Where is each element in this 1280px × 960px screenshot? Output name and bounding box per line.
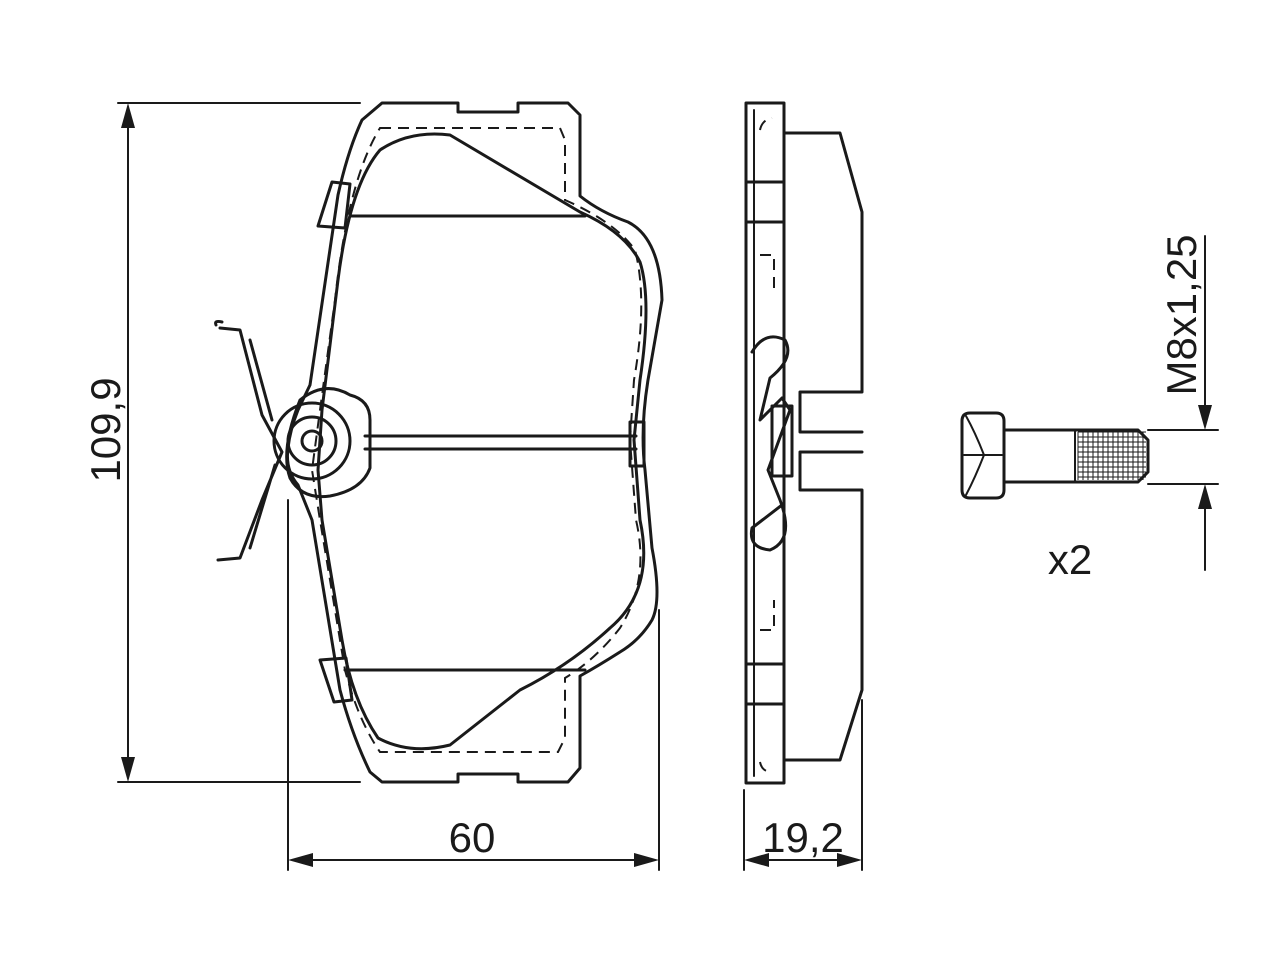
thickness-arrow-left	[744, 853, 769, 867]
pad-hidden-edge-dashed	[310, 127, 643, 753]
side-hidden-edge-top	[759, 117, 775, 290]
bolt-shank	[1002, 428, 1150, 484]
height-dimension-label: 109,9	[82, 377, 129, 482]
side-tab-bottom	[744, 662, 786, 706]
width-dimension-label: 60	[449, 814, 496, 861]
pad-backing-plate-outline	[286, 101, 664, 784]
side-backing-plate	[744, 101, 786, 785]
pad-center-boss	[285, 387, 372, 499]
height-arrow-bottom	[121, 757, 135, 782]
thread-arrow-bottom	[1198, 484, 1212, 509]
pad-boss-middle-ring	[286, 415, 338, 467]
side-spring-profile	[749, 335, 792, 552]
side-tab-top	[744, 180, 786, 224]
pad-boss-hole	[300, 429, 324, 453]
pad-anti-rattle-spring	[214, 319, 284, 562]
pad-side-tab-bottom	[318, 656, 354, 704]
thickness-dimension-label: 19,2	[762, 814, 844, 861]
side-friction-profile	[782, 131, 864, 762]
pad-side-tab-top	[316, 180, 352, 230]
thickness-arrow-right	[837, 853, 862, 867]
pad-groove-clip	[628, 420, 646, 468]
pad-front-view	[214, 101, 664, 784]
dimension-thickness: 19,2	[743, 699, 863, 871]
bolt-head	[960, 411, 1006, 500]
pad-side-view	[744, 101, 864, 785]
pad-boss-outer-ring	[272, 401, 352, 481]
dimension-height: 109,9	[82, 102, 361, 783]
width-arrow-left	[288, 853, 313, 867]
side-hidden-edge-bottom	[759, 600, 775, 773]
thread-dimension-label: M8x1,25	[1158, 234, 1205, 395]
bolt-quantity-label: x2	[1048, 536, 1092, 583]
bolt-head-facet-curve	[965, 415, 986, 496]
dimension-width: 60	[287, 499, 660, 871]
thread-arrow-top	[1198, 405, 1212, 430]
height-arrow-top	[121, 103, 135, 128]
bolt-thread-hatch	[1077, 431, 1146, 480]
dimension-thread: M8x1,25	[1147, 234, 1219, 571]
bolt-drawing	[960, 411, 1150, 500]
pad-friction-material	[316, 132, 648, 751]
side-spring-clip	[770, 404, 794, 478]
width-arrow-right	[634, 853, 659, 867]
